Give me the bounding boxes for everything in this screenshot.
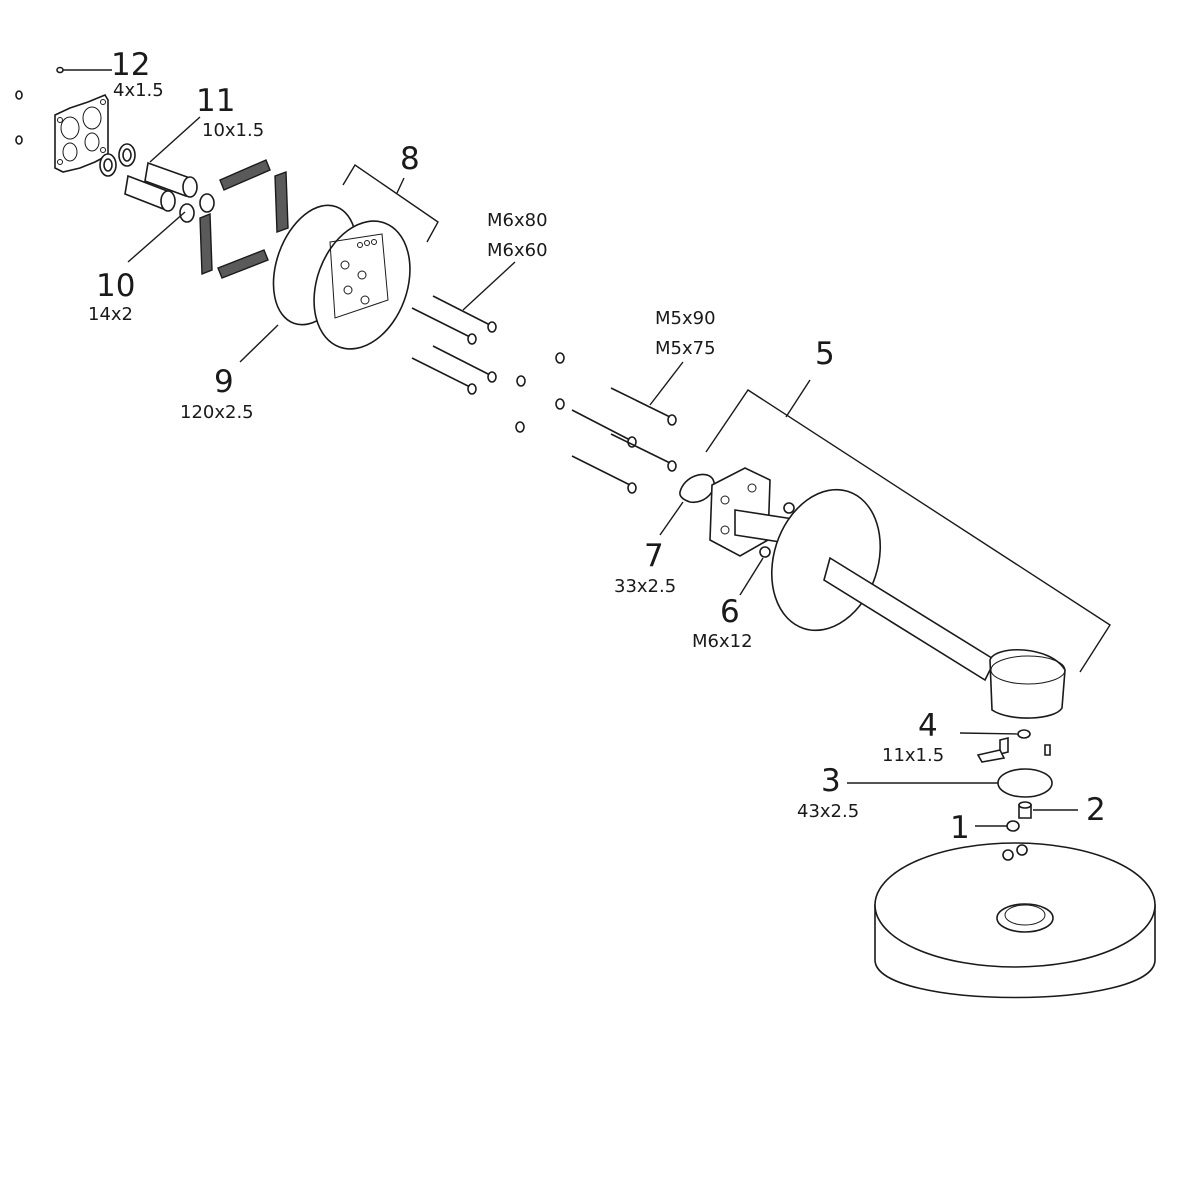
long-screw-spec-2: M6x60 <box>487 240 548 261</box>
callout-3-number: 3 <box>821 763 841 799</box>
callout-5-number: 5 <box>815 336 835 372</box>
callout-1-number: 1 <box>950 810 970 846</box>
part-10-orings <box>179 193 215 223</box>
callout-7-dim: 33x2.5 <box>614 576 676 597</box>
callout-11-number: 11 <box>196 83 235 119</box>
callout-11-dim: 10x1.5 <box>202 120 264 141</box>
callout-12-number: 12 <box>111 47 150 83</box>
nuts <box>515 352 565 433</box>
callout-6-dim: M6x12 <box>692 631 753 652</box>
part-8-bracket-line <box>342 164 439 243</box>
short-screw-spec-1: M5x90 <box>655 308 716 329</box>
callout-4-number: 4 <box>918 708 938 744</box>
long-screws-m6 <box>411 295 497 395</box>
part-7-oring <box>679 473 715 504</box>
part-4-small-oring <box>1017 729 1031 739</box>
callout-labels: 12 4x1.5 11 10x1.5 10 14x2 9 120x2.5 8 M… <box>88 47 1106 846</box>
part-5-bracket-line <box>705 379 1111 673</box>
part-11-connectors <box>99 143 198 212</box>
part-1-flow-limiter <box>1006 820 1020 832</box>
callout-10-number: 10 <box>96 268 135 304</box>
callout-7-number: 7 <box>644 538 664 574</box>
callout-9-dim: 120x2.5 <box>180 402 254 423</box>
callout-12-dim: 4x1.5 <box>113 80 164 101</box>
part-2-filter <box>1018 801 1032 819</box>
callout-2-number: 2 <box>1086 792 1106 828</box>
part-5-shower-arm <box>734 488 1066 719</box>
callout-9-number: 9 <box>214 364 234 400</box>
shower-head <box>874 842 1156 999</box>
part-3-oring <box>997 768 1053 798</box>
leader-lines <box>63 69 1078 827</box>
callout-8-number: 8 <box>400 141 420 177</box>
callout-4-dim: 11x1.5 <box>882 745 944 766</box>
part-9-round-housing <box>272 204 411 350</box>
callout-3-dim: 43x2.5 <box>797 801 859 822</box>
callout-10-dim: 14x2 <box>88 304 133 325</box>
short-screw-spec-2: M5x75 <box>655 338 716 359</box>
clip-pieces <box>976 736 1051 763</box>
short-screws-m5 <box>571 387 677 494</box>
long-screw-spec-1: M6x80 <box>487 210 548 231</box>
callout-6-number: 6 <box>720 594 740 630</box>
insulation-pads <box>199 159 289 279</box>
